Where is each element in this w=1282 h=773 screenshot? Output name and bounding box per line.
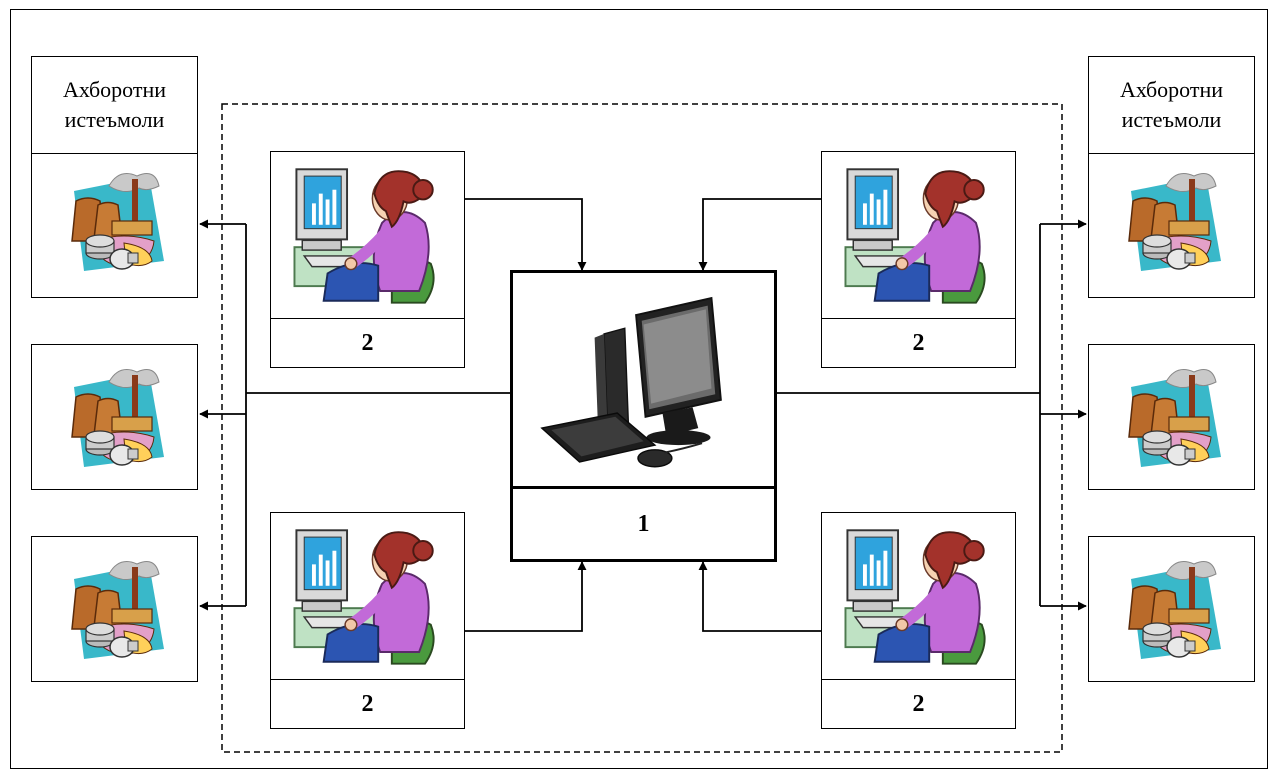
operator-label: 2 (822, 318, 1015, 367)
operator-box-top-right: 2 (821, 151, 1016, 368)
consumer-box-left-2 (31, 344, 198, 490)
power-plant-icon (1111, 357, 1231, 477)
consumer-box-right-1: Ахборотни истеъмоли (1088, 56, 1255, 298)
operator-box-bottom-left: 2 (270, 512, 465, 729)
operator-label: 2 (271, 318, 464, 367)
operator-workstation-icon (275, 515, 460, 677)
power-plant-icon (1111, 549, 1231, 669)
arrow-operator-top-left (465, 198, 587, 271)
consumer-header-right: Ахборотни истеъмоли (1089, 57, 1254, 154)
arrow-operator-bottom-left (465, 561, 587, 632)
network-boundary (221, 103, 1063, 753)
power-plant-icon (54, 357, 174, 477)
operator-box-bottom-right: 2 (821, 512, 1016, 729)
arrow-operator-bottom-right (698, 561, 823, 632)
arrow-operator-top-right (698, 198, 823, 271)
power-plant-icon (54, 161, 174, 281)
server-label: 1 (513, 486, 774, 559)
consumer-header-right-text: Ахборотни истеъмоли (1119, 77, 1224, 132)
server-box: 1 (510, 270, 777, 562)
operator-workstation-icon (826, 154, 1011, 316)
consumer-box-left-1: Ахборотни истеъмоли (31, 56, 198, 298)
power-plant-icon (54, 549, 174, 669)
operator-box-top-left: 2 (270, 151, 465, 368)
operator-workstation-icon (826, 515, 1011, 677)
consumer-box-left-3 (31, 536, 198, 682)
operator-label: 2 (822, 679, 1015, 728)
consumer-header-left-text: Ахборотни истеъмоли (62, 77, 167, 132)
operator-label: 2 (271, 679, 464, 728)
power-plant-icon (1111, 161, 1231, 281)
consumer-box-right-3 (1088, 536, 1255, 682)
operator-workstation-icon (275, 154, 460, 316)
diagram-frame (10, 9, 1268, 769)
consumer-header-left: Ахборотни истеъмоли (32, 57, 197, 154)
consumer-box-right-2 (1088, 344, 1255, 490)
computer-icon (523, 281, 768, 481)
